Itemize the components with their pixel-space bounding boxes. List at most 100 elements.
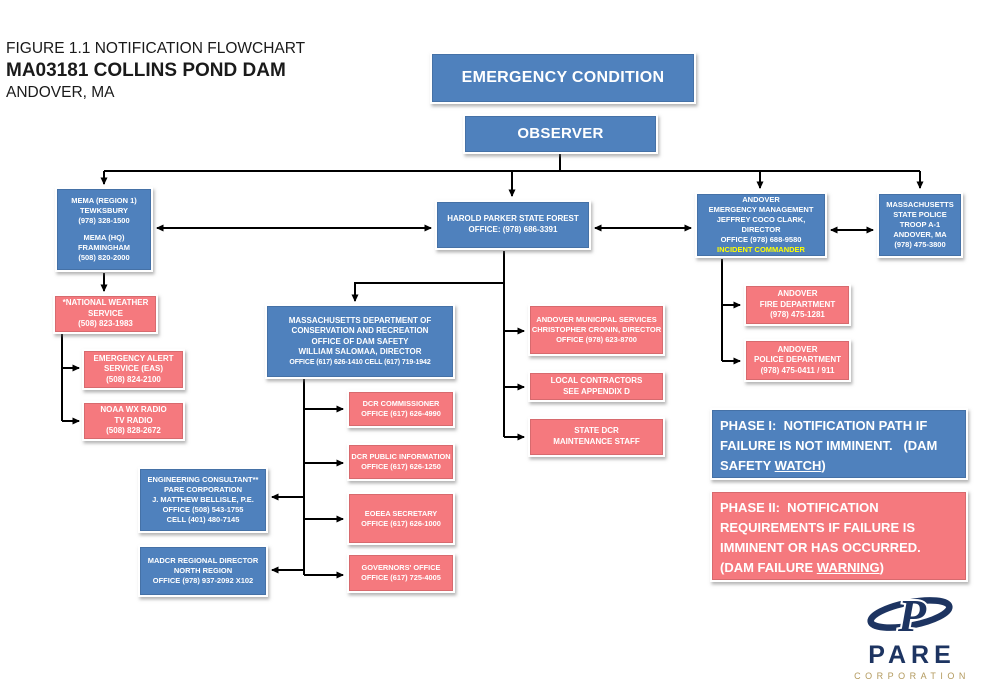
consultant-line: ENGINEERING CONSULTANT** xyxy=(147,475,259,485)
national-weather-service-box: *NATIONAL WEATHER SERVICE (508) 823-1983 xyxy=(53,294,158,334)
police-line: POLICE DEPARTMENT xyxy=(754,355,841,365)
public-info-line: DCR PUBLIC INFORMATION xyxy=(351,452,451,462)
mema-line: MEMA (HQ) xyxy=(83,233,125,243)
phase2-warning-word: WARNING xyxy=(816,560,880,576)
state-police-line: TROOP A-1 xyxy=(899,220,941,230)
dcr-dam-safety-box: MASSACHUSETTS DEPARTMENT OF CONSERVATION… xyxy=(265,304,455,379)
andover-em-line: EMERGENCY MANAGEMENT xyxy=(708,205,814,215)
eas-line: EMERGENCY ALERT xyxy=(93,353,174,363)
dcr-line: MASSACHUSETTS DEPARTMENT OF xyxy=(288,315,432,325)
emergency-condition-label: EMERGENCY CONDITION xyxy=(461,69,665,87)
state-dcr-maintenance-box: STATE DCR MAINTENANCE STAFF xyxy=(528,417,665,457)
local-contractors-box: LOCAL CONTRACTORS SEE APPENDIX D xyxy=(528,371,665,402)
consultant-line: PARE CORPORATION xyxy=(163,485,243,495)
municipal-line: ANDOVER MUNICIPAL SERVICES xyxy=(536,315,657,325)
eoeea-line: OFFICE (617) 626-1000 xyxy=(361,518,441,528)
fire-line: FIRE DEPARTMENT xyxy=(759,299,836,309)
contractors-line: SEE APPENDIX D xyxy=(563,386,630,396)
mema-line: (508) 820-2000 xyxy=(78,253,130,263)
dcr-line: WILLIAM SALOMAA, DIRECTOR xyxy=(298,347,422,357)
consultant-line: CELL (401) 480-7145 xyxy=(166,514,240,524)
engineering-consultant-box: ENGINEERING CONSULTANT** PARE CORPORATIO… xyxy=(138,467,268,533)
state-police-line: ANDOVER, MA xyxy=(893,229,947,239)
phase1-text-end: ) xyxy=(821,458,826,474)
madcr-line: OFFICE (978) 937-2092 X102 xyxy=(152,575,254,585)
andover-em-line: JEFFREY COCO CLARK, DIRECTOR xyxy=(716,215,806,234)
harold-parker-line: OFFICE: (978) 686-3391 xyxy=(468,225,558,234)
governors-office-box: GOVERNORS' OFFICE OFFICE (617) 725-4005 xyxy=(347,553,455,593)
municipal-line: CHRISTOPHER CRONIN, DIRECTOR xyxy=(531,325,662,335)
pare-logo-mark-icon: P xyxy=(867,588,953,643)
governors-line: OFFICE (617) 725-4005 xyxy=(361,573,441,582)
mema-line: TEWKSBURY xyxy=(79,205,129,215)
dcr-line: OFFICE (617) 626-1410 CELL (617) 719-194… xyxy=(289,358,431,366)
governors-line: GOVERNORS' OFFICE xyxy=(361,563,441,573)
commissioner-line: DCR COMMISSIONER xyxy=(362,399,440,409)
eas-line: (508) 824-2100 xyxy=(106,374,161,384)
harold-parker-box: HAROLD PARKER STATE FOREST OFFICE: (978)… xyxy=(435,200,591,250)
police-line: ANDOVER xyxy=(777,344,818,354)
eoeea-line: EOEEA SECRETARY xyxy=(364,508,438,518)
dcr-line: CONSERVATION AND RECREATION xyxy=(291,326,429,336)
andover-fire-department-box: ANDOVER FIRE DEPARTMENT (978) 475-1281 xyxy=(744,284,851,326)
figure-caption: FIGURE 1.1 NOTIFICATION FLOWCHART xyxy=(6,40,306,57)
emergency-alert-service-box: EMERGENCY ALERT SERVICE (EAS) (508) 824-… xyxy=(82,349,185,390)
noaa-radio-box: NOAA WX RADIO TV RADIO (508) 828-2672 xyxy=(82,401,185,441)
mema-box: MEMA (REGION 1) TEWKSBURY (978) 328-1500… xyxy=(55,187,153,272)
eoeea-secretary-box: EOEEA SECRETARY OFFICE (617) 626-1000 xyxy=(347,492,455,545)
state-police-box: MASSACHUSETTS STATE POLICE TROOP A-1 AND… xyxy=(877,192,963,258)
andover-em-box: ANDOVER EMERGENCY MANAGEMENT JEFFREY COC… xyxy=(695,192,827,258)
phase1-text: PHASE I: NOTIFICATION PATH IF FAILURE IS… xyxy=(720,418,942,474)
noaa-line: TV RADIO xyxy=(114,415,153,425)
observer-label: OBSERVER xyxy=(517,125,604,143)
pare-corporation-logo: P PARE CORPORATION xyxy=(846,588,978,681)
police-line: (978) 475-0411 / 911 xyxy=(760,365,835,375)
fire-line: (978) 475-1281 xyxy=(770,310,825,320)
mema-line xyxy=(57,226,151,234)
municipal-line: OFFICE (978) 623-8700 xyxy=(556,334,637,344)
dam-location: ANDOVER, MA xyxy=(6,84,115,101)
mema-line: MEMA (REGION 1) xyxy=(71,196,137,206)
noaa-line: (508) 828-2672 xyxy=(106,426,161,436)
nws-line: (508) 823-1983 xyxy=(78,319,133,329)
phase1-legend-box: PHASE I: NOTIFICATION PATH IF FAILURE IS… xyxy=(710,408,968,480)
phase1-watch-word: WATCH xyxy=(774,458,822,474)
consultant-line: J. MATTHEW BELLISLE, P.E. xyxy=(152,495,254,505)
emergency-condition-box: EMERGENCY CONDITION xyxy=(430,52,696,104)
nws-line: SERVICE xyxy=(88,308,123,318)
maintenance-line: STATE DCR xyxy=(574,426,619,436)
state-police-line: MASSACHUSETTS xyxy=(886,200,954,210)
dcr-public-information-box: DCR PUBLIC INFORMATION OFFICE (617) 626-… xyxy=(347,443,455,481)
fire-line: ANDOVER xyxy=(777,289,818,299)
pare-logo-subtitle: CORPORATION xyxy=(854,671,970,681)
maintenance-line: MAINTENANCE STAFF xyxy=(553,437,640,446)
harold-parker-line: HAROLD PARKER STATE FOREST xyxy=(447,214,579,224)
madcr-line: NORTH REGION xyxy=(173,566,233,576)
state-police-line: STATE POLICE xyxy=(893,210,947,220)
madcr-line: MADCR REGIONAL DIRECTOR xyxy=(147,556,259,566)
mema-line: FRAMINGHAM xyxy=(77,243,131,253)
state-police-line: (978) 475-3800 xyxy=(894,239,946,249)
phase2-text: PHASE II: NOTIFICATION REQUIREMENTS IF F… xyxy=(720,500,925,576)
noaa-line: NOAA WX RADIO xyxy=(100,405,167,415)
nws-line: *NATIONAL WEATHER xyxy=(62,298,149,308)
public-info-line: OFFICE (617) 626-1250 xyxy=(361,462,441,471)
madcr-regional-director-box: MADCR REGIONAL DIRECTOR NORTH REGION OFF… xyxy=(138,545,268,597)
dam-title: MA03181 COLLINS POND DAM xyxy=(6,60,286,81)
phase2-legend-box: PHASE II: NOTIFICATION REQUIREMENTS IF F… xyxy=(710,490,968,582)
contractors-line: LOCAL CONTRACTORS xyxy=(550,375,643,385)
title-block: FIGURE 1.1 NOTIFICATION FLOWCHART MA0318… xyxy=(6,40,305,102)
pare-logo-letter: P xyxy=(897,590,927,641)
commissioner-line: OFFICE (617) 626-4990 xyxy=(361,409,441,418)
mema-line: (978) 328-1500 xyxy=(78,215,130,225)
andover-police-department-box: ANDOVER POLICE DEPARTMENT (978) 475-0411… xyxy=(744,339,851,382)
observer-box: OBSERVER xyxy=(463,114,658,154)
dcr-line: OFFICE OF DAM SAFETY xyxy=(311,336,409,346)
consultant-line: OFFICE (508) 543-1755 xyxy=(162,504,244,514)
andover-municipal-services-box: ANDOVER MUNICIPAL SERVICES CHRISTOPHER C… xyxy=(528,304,665,356)
andover-em-line: OFFICE (978) 688-9580 xyxy=(720,234,802,244)
incident-commander-label: INCIDENT COMMANDER xyxy=(717,244,805,254)
eas-line: SERVICE (EAS) xyxy=(104,364,163,374)
pare-logo-name: PARE xyxy=(868,641,956,669)
